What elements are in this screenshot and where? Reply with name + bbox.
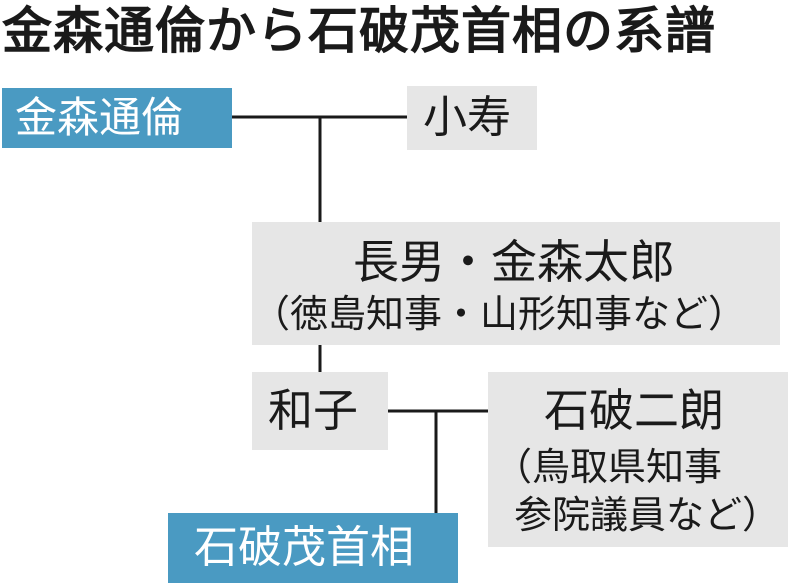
node-kanamori-michitomo: 金森通倫 [2,88,232,148]
node-kanamori-taro: 長男・金森太郎 （徳島知事・山形知事など） [252,222,780,345]
node-ishiba-jiro-note-line2: 参院議員など） [514,493,781,537]
node-ishiba-shigeru: 石破茂首相 [168,513,458,583]
node-ishiba-jiro-note-line1: （鳥取県知事 [494,445,723,489]
node-kanamori-taro-note: （徳島知事・山形知事など） [252,292,747,336]
node-ishiba-jiro-name: 石破二朗 [544,384,725,437]
node-kazuko-name: 和子 [268,384,359,437]
node-kanamori-taro-name: 長男・金森太郎 [353,235,675,289]
node-kanamori-michitomo-name: 金森通倫 [15,93,184,142]
node-ishiba-jiro: 石破二朗 （鳥取県知事 参院議員など） [488,372,788,547]
diagram-title: 金森通倫から石破茂首相の系譜 [2,2,716,60]
node-kotoshi: 小寿 [407,86,537,150]
node-kazuko: 和子 [252,372,388,450]
node-kotoshi-name: 小寿 [423,92,511,143]
node-ishiba-shigeru-name: 石破茂首相 [194,522,414,573]
